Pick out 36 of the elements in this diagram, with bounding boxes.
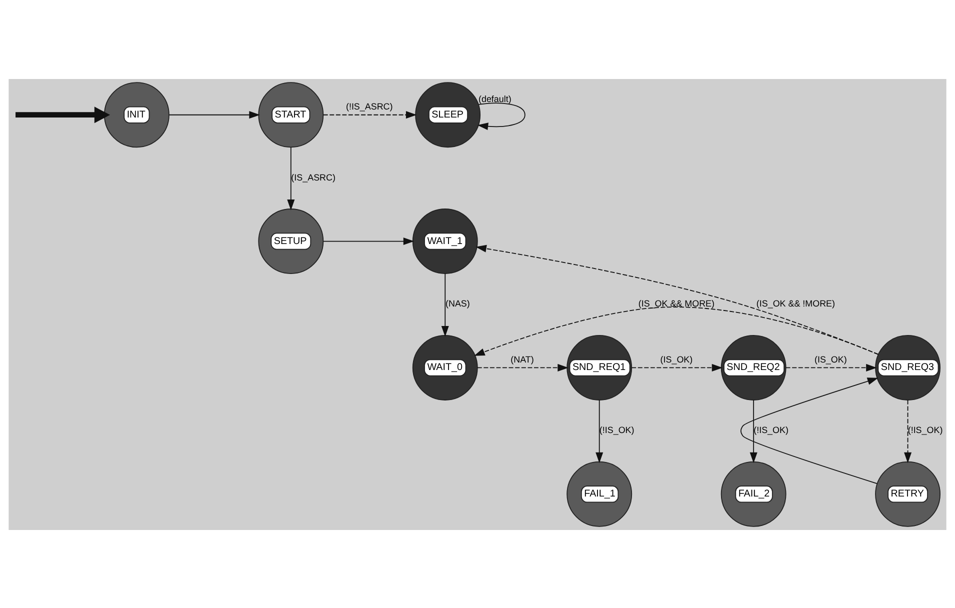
node-circle: WAIT_1: [412, 208, 478, 274]
node-circle: INIT: [104, 82, 170, 148]
edge-label: (NAS): [445, 298, 470, 308]
arrow: [323, 237, 414, 245]
arrow: [477, 102, 526, 130]
arrow: [287, 146, 295, 210]
edge-label: (IS_OK): [660, 354, 693, 364]
edge-label: (!IS_OK): [908, 424, 943, 435]
arrow: [16, 106, 110, 123]
node-circle: RETRY: [875, 460, 941, 526]
arrow: [740, 377, 878, 484]
arrow: [168, 110, 260, 118]
arrow: [596, 399, 604, 463]
edge-label: (!IS_OK): [754, 424, 788, 435]
node-circle: SETUP: [258, 208, 324, 274]
node-circle: WAIT_0: [412, 334, 478, 400]
arrow: [476, 244, 879, 354]
node-circle: START: [258, 82, 324, 148]
edge-label: (default): [478, 93, 512, 104]
arrow: [474, 306, 879, 356]
arrow: [785, 363, 877, 371]
arrow: [441, 272, 449, 336]
node-circle: FAIL_2: [720, 460, 786, 526]
edge-label: (!IS_ASRC): [346, 100, 393, 111]
edge-label: (NAT): [510, 354, 534, 364]
node-circle: FAIL_1: [566, 460, 632, 526]
arrow: [477, 363, 568, 371]
edge-label: (!IS_OK): [599, 424, 634, 435]
edge-label: (IS_ASRC): [291, 172, 336, 182]
edge-label: (IS_OK): [814, 354, 847, 364]
arrow: [631, 363, 723, 371]
edge-label: (IS_OK && !MORE): [756, 298, 836, 308]
arrow: [750, 399, 758, 463]
arrow: [322, 110, 417, 118]
arrow: [904, 399, 912, 463]
edge-label: (IS_OK && MORE): [638, 298, 715, 308]
